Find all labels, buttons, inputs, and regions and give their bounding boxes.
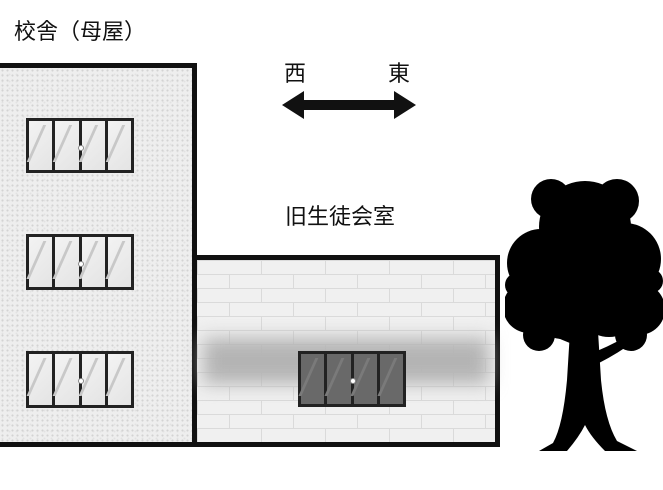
window-pane (81, 354, 105, 405)
window-pane (301, 354, 325, 404)
window-pane (55, 121, 79, 170)
main-window-2 (26, 234, 134, 290)
window-pane (55, 354, 79, 405)
main-window-3 (26, 351, 134, 408)
window-pane (107, 237, 131, 287)
annex-label: 旧生徒会室 (285, 205, 396, 230)
window-pane (327, 354, 351, 404)
window-pane (29, 354, 53, 405)
window-pane (107, 121, 131, 170)
main-window-1 (26, 118, 134, 173)
east-label: 東 (388, 62, 411, 87)
window-pane (81, 237, 105, 287)
tree-icon (505, 179, 663, 451)
window-latch (350, 378, 356, 384)
annex-window (298, 351, 406, 407)
window-latch (78, 144, 84, 151)
window-pane (379, 354, 403, 404)
window-pane (81, 121, 105, 170)
window-pane (55, 237, 79, 287)
window-latch (78, 261, 84, 267)
double-arrow-icon (282, 91, 416, 119)
main-building-label: 校舎（母屋） (14, 20, 147, 45)
window-latch (78, 378, 84, 385)
window-pane (353, 354, 377, 404)
west-label: 西 (284, 62, 307, 87)
window-pane (107, 354, 131, 405)
window-pane (29, 121, 53, 170)
window-pane (29, 237, 53, 287)
